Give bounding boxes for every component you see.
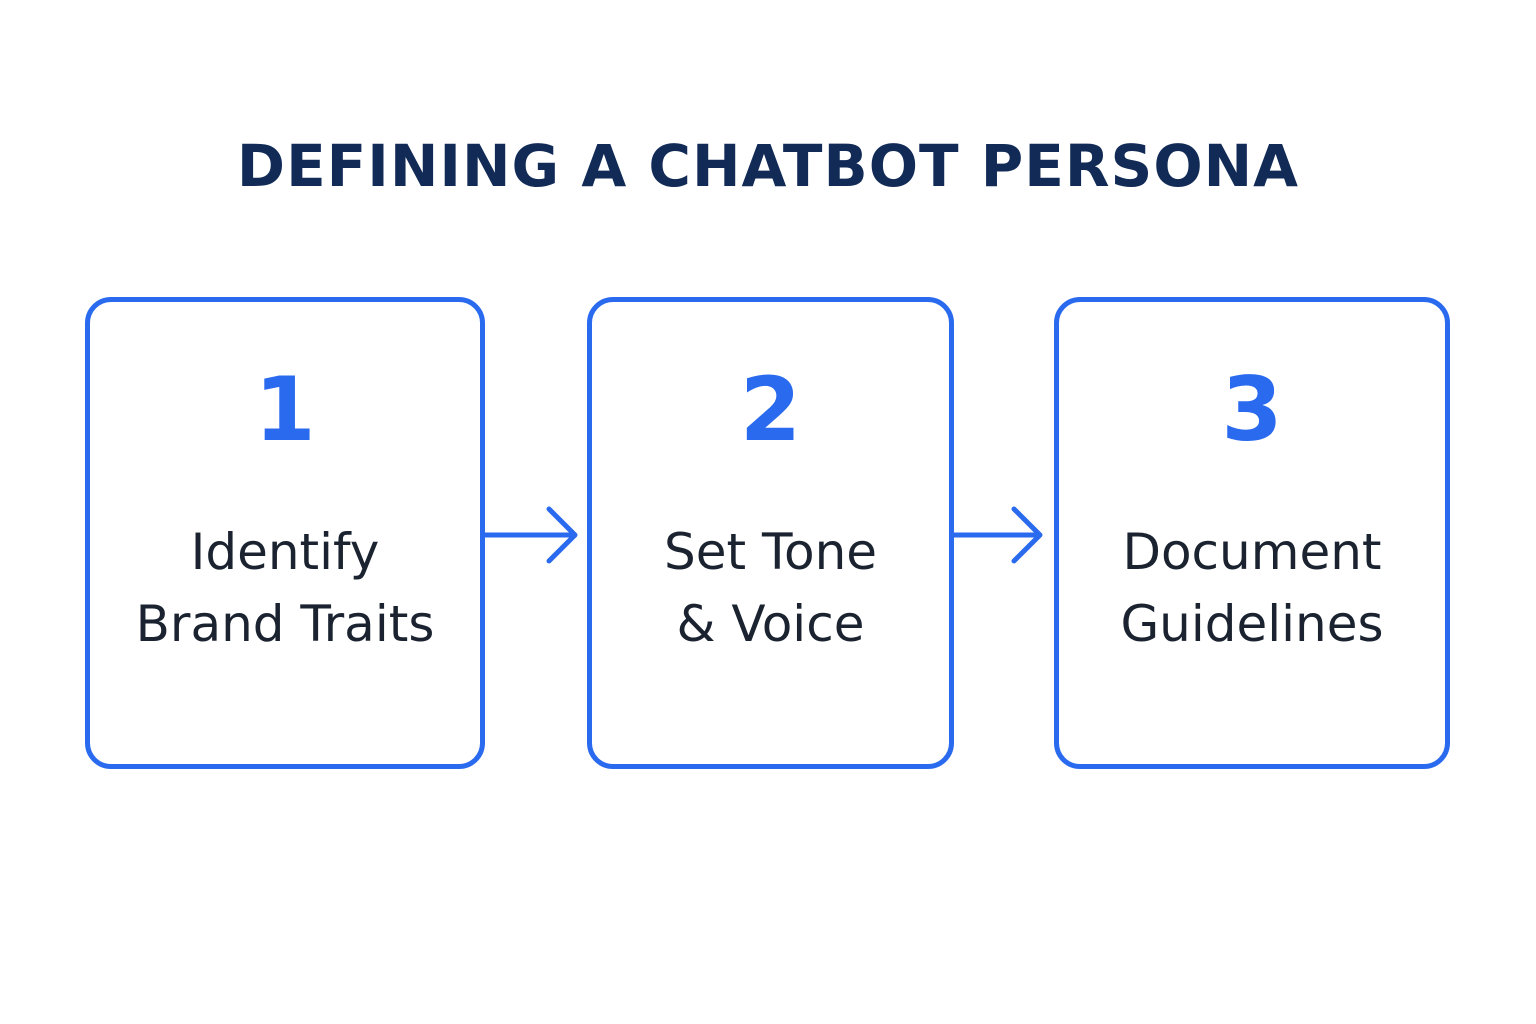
- step-number: 3: [1221, 358, 1283, 461]
- step-label-line: & Voice: [676, 595, 865, 653]
- arrow-right-icon: [949, 506, 1043, 564]
- step-label-line: Identify: [190, 523, 380, 581]
- step-box-1: 1 Identify Brand Traits: [85, 297, 485, 769]
- arrow-right-icon: [480, 506, 578, 564]
- step-label-line: Document: [1122, 523, 1382, 581]
- step-box-3: 3 Document Guidelines: [1054, 297, 1450, 769]
- step-number: 1: [254, 358, 316, 461]
- step-label-line: Set Tone: [663, 523, 878, 581]
- step-number: 2: [739, 358, 802, 461]
- step-label: Document Guidelines: [1059, 516, 1445, 660]
- step-label-line: Guidelines: [1120, 595, 1384, 653]
- diagram-title: DEFINING A CHATBOT PERSONA: [236, 132, 1300, 200]
- step-label: Set Tone & Voice: [592, 516, 949, 660]
- step-box-2: 2 Set Tone & Voice: [587, 297, 954, 769]
- step-label-line: Brand Traits: [135, 595, 435, 653]
- step-label: Identify Brand Traits: [90, 516, 480, 660]
